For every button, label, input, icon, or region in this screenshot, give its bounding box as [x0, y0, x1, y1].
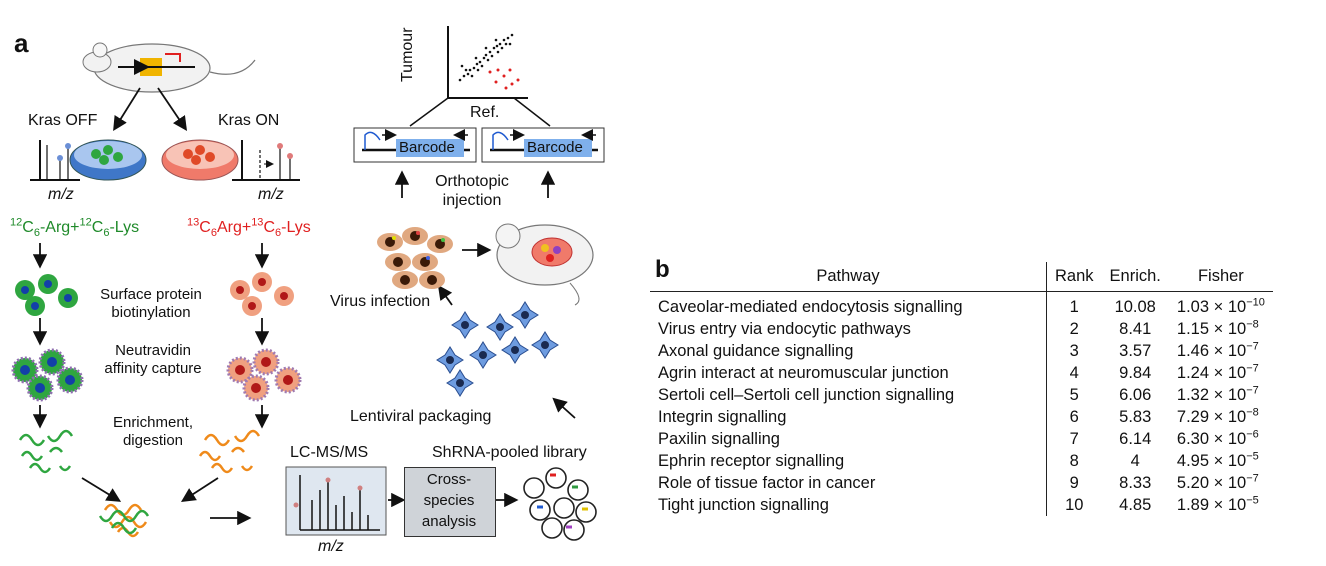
barcode-left-label: Barcode: [399, 139, 455, 156]
barcode-right-label: Barcode: [527, 139, 583, 156]
panel-a-letter: a: [14, 28, 29, 58]
cell-rank: 9: [1069, 474, 1079, 492]
cell-pathway: Ephrin receptor signalling: [650, 450, 1047, 472]
table-header-row: Pathway Rank Enrich. Fisher: [650, 262, 1273, 292]
cells-green-2-icon: [11, 348, 84, 402]
cell-enrich: 3.57: [1119, 342, 1152, 360]
cell-rank: 1: [1069, 298, 1079, 316]
table-row: Sertoli cell–Sertoli cell junction signa…: [650, 384, 1273, 406]
cell-fisher: 1.89 × 10−5: [1176, 494, 1259, 514]
mouse-top-icon: [82, 42, 256, 93]
lentiviral-packaging-label: Lentiviral packaging: [350, 408, 492, 425]
cells-green-1-icon: [15, 274, 78, 316]
step-enrichment-label: Enrichment,digestion: [112, 414, 194, 449]
cell-fisher: 1.24 × 10−7: [1176, 362, 1259, 382]
mz-label-bottom: m/z: [318, 538, 344, 555]
table-row: Ephrin receptor signalling 8 4 4.95 × 10−5: [650, 450, 1273, 472]
red-isotope-label: 13C6Arg+13C6-Lys: [187, 216, 311, 240]
kras-off-label: Kras OFF: [28, 112, 98, 129]
cell-enrich: 4.85: [1119, 496, 1152, 514]
header-pathway: Pathway: [650, 262, 1047, 292]
table-row: Virus entry via endocytic pathways 2 8.41 1…: [650, 318, 1273, 340]
green-isotope-label: 12C6-Arg+12C6-Lys: [10, 216, 140, 240]
cell-enrich: 8.33: [1119, 474, 1152, 492]
mouse-right-icon: [495, 223, 594, 306]
cross-species-box: [404, 467, 496, 537]
cell-enrich: 6.06: [1119, 386, 1152, 404]
table-row: Paxilin signalling 7 6.14 6.30 × 10−6: [650, 428, 1273, 450]
mz-label-right: m/z: [258, 186, 284, 203]
virus-particles-icon: [436, 301, 559, 397]
cell-fisher: 1.46 × 10−7: [1176, 340, 1259, 360]
cell-enrich: 4: [1130, 452, 1140, 470]
cells-red-1-icon: [230, 272, 294, 316]
table-row: Integrin signalling 6 5.83 7.29 × 10−8: [650, 406, 1273, 428]
lcms-spectrum-icon: [285, 466, 387, 536]
cell-fisher: 6.30 × 10−6: [1176, 428, 1259, 448]
scatter-plot-icon: [447, 26, 528, 99]
header-enrich: Enrich.: [1101, 262, 1169, 292]
cell-rank: 2: [1069, 320, 1079, 338]
cell-fisher: 1.32 × 10−7: [1176, 384, 1259, 404]
table-row: Caveolar-mediated endocytosis signalling…: [650, 291, 1273, 318]
peptides-green-icon: [18, 429, 74, 474]
cell-enrich: 9.84: [1119, 364, 1152, 382]
shrna-library-icon: [523, 467, 597, 541]
cell-fisher: 1.03 × 10−10: [1176, 296, 1265, 316]
cell-rank: 5: [1069, 386, 1079, 404]
cell-enrich: 5.83: [1119, 408, 1152, 426]
cell-fisher: 4.95 × 10−5: [1176, 450, 1259, 470]
cell-pathway: Caveolar-mediated endocytosis signalling: [650, 291, 1047, 318]
barcode-box-left-icon: [353, 127, 477, 163]
cell-pathway: Agrin interact at neuromuscular junction: [650, 362, 1047, 384]
tumour-axis-label: Tumour: [399, 27, 416, 82]
cell-pathway: Virus entry via endocytic pathways: [650, 318, 1047, 340]
table-row: Tight junction signalling 10 4.85 1.89 × 10…: [650, 494, 1273, 516]
spectrum-right-icon: [232, 140, 300, 181]
infected-cells-icon: [377, 227, 453, 289]
cell-rank: 3: [1069, 342, 1079, 360]
cell-rank: 10: [1065, 496, 1084, 514]
cells-red-2-icon: [226, 348, 302, 402]
barcode-box-right-icon: [481, 127, 605, 163]
cell-fisher: 1.15 × 10−8: [1176, 318, 1259, 338]
cell-enrich: 8.41: [1119, 320, 1152, 338]
cell-pathway: Axonal guidance signalling: [650, 340, 1047, 362]
cell-rank: 4: [1069, 364, 1079, 382]
lcms-label: LC-MS/MS: [290, 444, 369, 461]
cell-rank: 6: [1069, 408, 1079, 426]
cell-pathway: Tight junction signalling: [650, 494, 1047, 516]
dish-red-icon: [161, 139, 239, 181]
table-row: Agrin interact at neuromuscular junction…: [650, 362, 1273, 384]
cell-fisher: 7.29 × 10−8: [1176, 406, 1259, 426]
ref-label: Ref.: [470, 104, 500, 121]
cell-rank: 7: [1069, 430, 1079, 448]
cell-enrich: 10.08: [1114, 298, 1156, 316]
table-row: Axonal guidance signalling 3 3.57 1.46 × 10…: [650, 340, 1273, 362]
shrna-library-label: ShRNA-pooled library: [432, 444, 587, 461]
cell-enrich: 6.14: [1119, 430, 1152, 448]
cell-rank: 8: [1069, 452, 1079, 470]
spectrum-left-icon: [30, 140, 80, 181]
mz-label-left: m/z: [48, 186, 74, 203]
cell-pathway: Sertoli cell–Sertoli cell junction signa…: [650, 384, 1047, 406]
cell-pathway: Paxilin signalling: [650, 428, 1047, 450]
header-rank: Rank: [1046, 262, 1102, 292]
cell-pathway: Role of tissue factor in cancer: [650, 472, 1047, 494]
peptides-orange-icon: [198, 429, 261, 474]
table-row: Role of tissue factor in cancer 9 8.33 5.20…: [650, 472, 1273, 494]
cell-pathway: Integrin signalling: [650, 406, 1047, 428]
virus-infection-label: Virus infection: [330, 293, 431, 310]
kras-on-label: Kras ON: [218, 112, 280, 129]
cell-fisher: 5.20 × 10−7: [1176, 472, 1259, 492]
workflow-diagram: [11, 26, 605, 541]
pathway-table: Pathway Rank Enrich. Fisher Caveolar-med…: [650, 262, 1273, 516]
dish-green-icon: [69, 139, 147, 181]
header-fisher: Fisher: [1168, 262, 1273, 292]
